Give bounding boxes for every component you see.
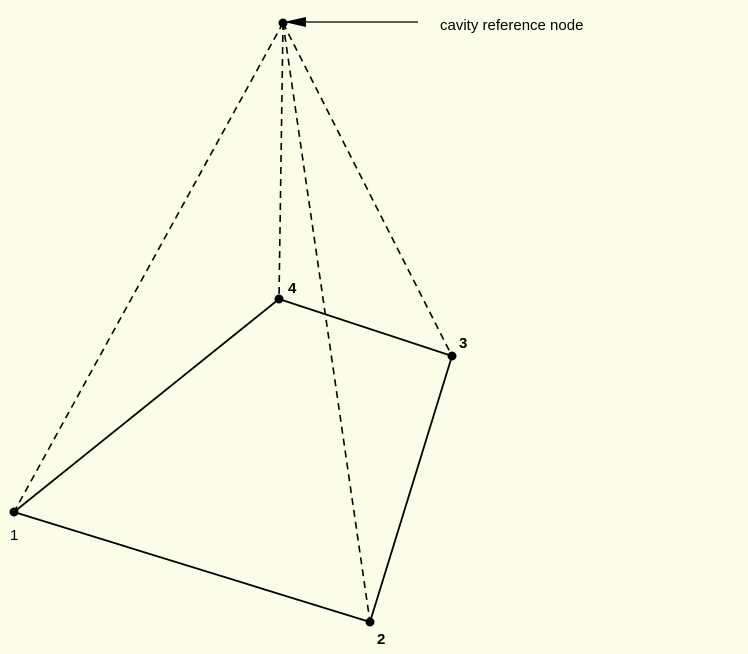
edge-2-3 <box>369 355 453 623</box>
dashed-ref-4 <box>278 22 284 300</box>
node-label-4: 4 <box>288 280 297 297</box>
dashed-ref-1 <box>13 22 284 513</box>
solid-edges <box>13 298 453 623</box>
node-point-3 <box>447 351 457 361</box>
edge-4-1 <box>13 298 280 513</box>
node-point-ref <box>278 18 288 28</box>
node-point-4 <box>274 294 284 304</box>
node-points <box>9 18 457 627</box>
edge-1-2 <box>13 511 371 623</box>
edge-3-4 <box>278 298 453 357</box>
dashed-ref-2 <box>282 22 371 623</box>
dashed-ref-3 <box>282 22 453 357</box>
node-label-3: 3 <box>459 335 467 352</box>
dashed-edges <box>13 22 453 623</box>
node-point-2 <box>365 617 375 627</box>
node-label-1: 1 <box>10 527 18 544</box>
node-label-2: 2 <box>377 631 385 648</box>
annotation-label: cavity reference node <box>440 17 583 34</box>
node-point-1 <box>9 507 19 517</box>
